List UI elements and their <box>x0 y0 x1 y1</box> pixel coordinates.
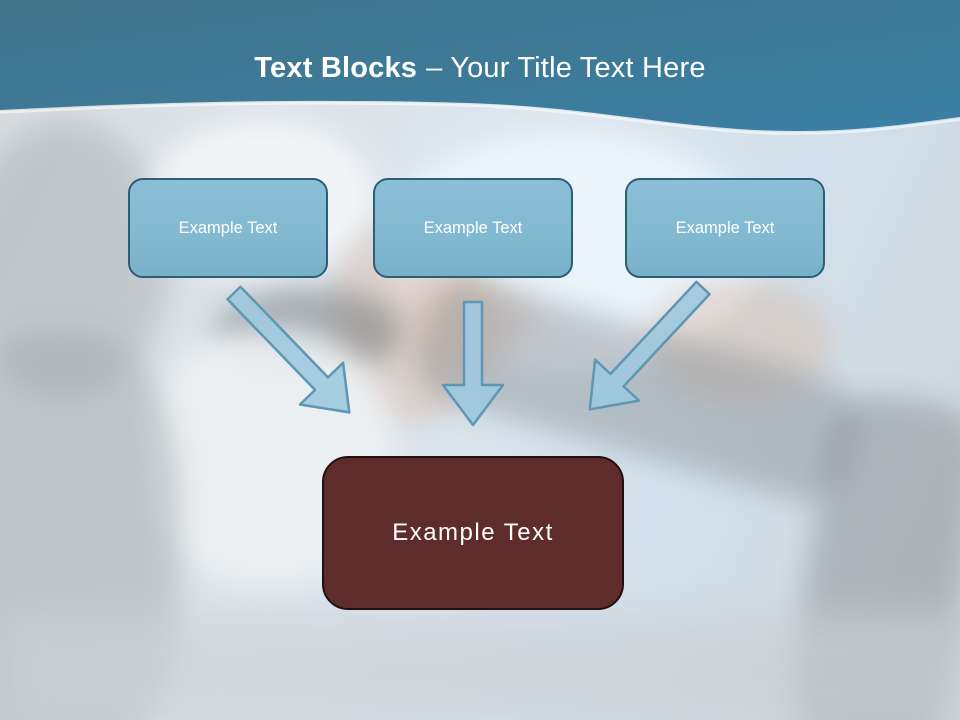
slide-title-rest: – Your Title Text Here <box>426 52 706 84</box>
hand-shape <box>648 278 833 403</box>
arrow-right[interactable] <box>568 268 725 430</box>
header-wave-graphic <box>0 0 960 135</box>
text-block-3[interactable]: Example Text <box>625 178 825 278</box>
text-block-1[interactable]: Example Text <box>128 178 328 278</box>
result-block[interactable]: Example Text <box>322 456 624 610</box>
slide-title-emphasis: Text Blocks <box>254 52 418 84</box>
arrow-left[interactable] <box>212 272 370 433</box>
background-bottom-fade <box>0 612 960 720</box>
arrow-middle[interactable] <box>441 300 505 427</box>
slide-title[interactable]: Text Blocks– Your Title Text Here <box>0 52 960 85</box>
text-block-3-label: Example Text <box>675 218 775 237</box>
result-block-label: Example Text <box>392 519 554 546</box>
header-wave <box>0 0 960 140</box>
text-block-2-label: Example Text <box>423 218 523 237</box>
text-block-2[interactable]: Example Text <box>373 178 573 278</box>
text-block-1-label: Example Text <box>178 218 278 237</box>
